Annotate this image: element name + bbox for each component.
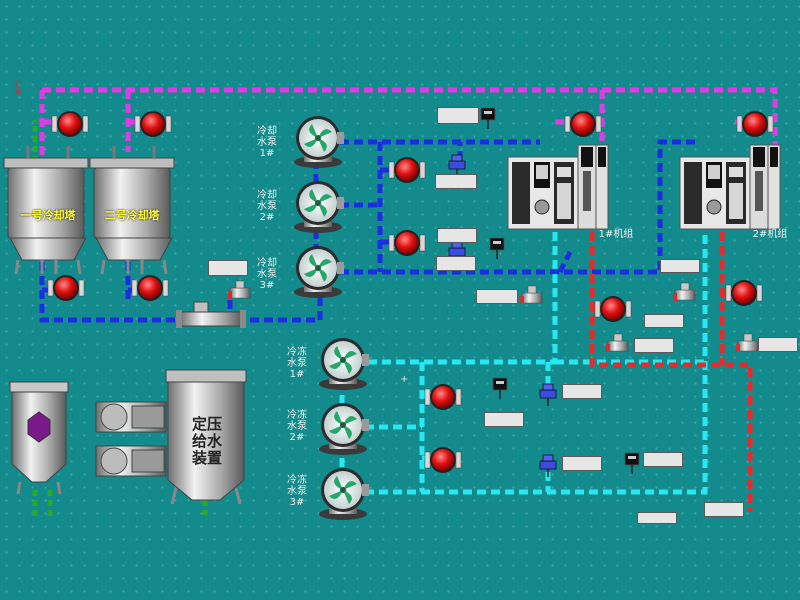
cooling-pump-3-icon [294, 246, 344, 298]
flow-meter-icon [539, 383, 557, 407]
pump-icon [388, 229, 426, 257]
flow-meter-icon [539, 454, 557, 478]
readout-box [476, 289, 518, 304]
readout-box [437, 107, 479, 124]
chiller-1-label: 1#机组 [598, 229, 634, 240]
readout-box [562, 456, 602, 471]
readout-box [562, 384, 602, 399]
pump-icon [388, 156, 426, 184]
chiller-2-label: 2#机组 [752, 229, 788, 240]
cooling-pump-2-icon [294, 181, 344, 233]
cooling-pump-1-icon [294, 116, 344, 168]
readout-box [637, 512, 677, 524]
readout-box [704, 502, 744, 517]
cooling-pump-3-label: 冷却 水泵 3# [257, 258, 277, 291]
pump-icon [47, 274, 85, 302]
pressure-unit-label: 定压 给水 装置 [192, 415, 223, 467]
pump-icon [131, 274, 169, 302]
pump-icon [51, 110, 89, 138]
readout-box [660, 259, 700, 273]
readout-box [634, 338, 674, 353]
readout-box [484, 412, 524, 427]
chilled-pump-1-label: 冷冻 水泵 1# [287, 347, 307, 380]
valve-icon [735, 333, 759, 353]
sensor-icon [489, 237, 505, 260]
cooling-pump-2-label: 冷却 水泵 2# [257, 190, 277, 223]
chilled-pump-3-label: 冷冻 水泵 3# [287, 475, 307, 508]
cooling-pump-1-label: 冷却 水泵 1# [257, 126, 277, 159]
pump-icon [564, 110, 602, 138]
readout-box [436, 256, 476, 271]
sensor-icon [492, 377, 508, 400]
blower-units [95, 401, 167, 477]
pump-icon [134, 110, 172, 138]
cooling-tower-1-label: 一号冷却塔 [20, 209, 76, 222]
pressure-water-tank [165, 369, 247, 505]
water-treatment-unit [9, 381, 69, 495]
chiller-1 [507, 144, 609, 230]
svg-text:+: + [400, 374, 408, 385]
valve-icon [605, 333, 629, 353]
pump-icon [725, 279, 763, 307]
cooling-tower-2-label: 二号冷却塔 [104, 209, 160, 222]
valve-icon [672, 282, 696, 302]
makeup-water-note: 补水 [14, 80, 23, 96]
readout-box [437, 228, 477, 243]
pump-icon [594, 295, 632, 323]
chilled-pump-3-icon [319, 468, 369, 520]
chilled-pump-2-icon [319, 403, 369, 455]
chiller-2 [679, 144, 781, 230]
readout-box [644, 314, 684, 328]
valve-icon [227, 280, 251, 300]
sensor-icon [624, 452, 640, 475]
chilled-pump-2-label: 冷冻 水泵 2# [287, 410, 307, 443]
strainer-icon [176, 301, 246, 328]
readout-box [758, 337, 798, 352]
valve-icon [519, 285, 543, 305]
pump-icon [736, 110, 774, 138]
pump-icon [424, 383, 462, 411]
readout-box [208, 260, 248, 276]
chilled-pump-1-icon [319, 338, 369, 390]
sensor-icon [480, 107, 496, 130]
pump-icon [424, 446, 462, 474]
readout-box [435, 174, 477, 189]
readout-box [643, 452, 683, 467]
